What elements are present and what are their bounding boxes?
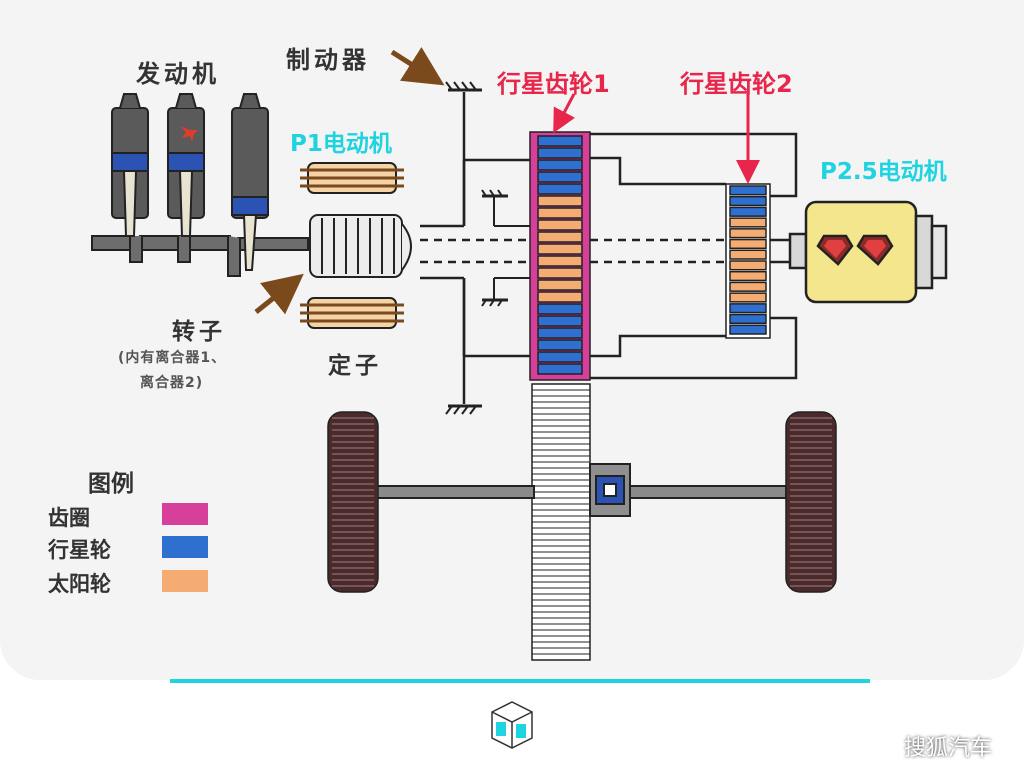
p1-stator-bottom <box>300 297 404 329</box>
pg1-sun-tooth <box>537 279 583 291</box>
pg1-sun-tooth <box>537 255 583 267</box>
engine-cylinder-3 <box>231 93 269 271</box>
legend-item-label: 太阳轮 <box>48 572 111 596</box>
pg1-planet-tooth <box>537 315 583 327</box>
p1-stator-top <box>300 162 404 194</box>
pg1-planet-tooth <box>537 327 583 339</box>
pg1-sun-tooth <box>537 243 583 255</box>
pg2-sun-tooth <box>729 281 767 292</box>
pg1-planet-tooth <box>537 351 583 363</box>
legend-item-label: 行星轮 <box>48 538 111 562</box>
pg1-planet-tooth <box>537 147 583 159</box>
brake-ground-top <box>445 81 482 92</box>
pg2-planet-tooth <box>729 313 767 325</box>
legend-swatch-planet-gear <box>162 536 208 558</box>
planetary-gear-2 <box>725 183 771 339</box>
pg1-sun-tooth <box>537 219 583 231</box>
pg2-sun-tooth <box>729 270 767 282</box>
pg2-planet-tooth <box>729 324 767 335</box>
label-brake: 制动器 <box>286 46 370 74</box>
carrier-ground-top <box>481 189 530 227</box>
p25-motor <box>788 200 948 304</box>
label-rotor-note-line2: 离合器2) <box>140 375 204 391</box>
pg1-sun-tooth <box>537 267 583 279</box>
watermark: 搜狐汽车 <box>904 736 993 761</box>
pg2-planet-tooth <box>729 185 767 196</box>
legend-item-label: 齿圈 <box>48 506 90 530</box>
brand-logo <box>491 701 533 749</box>
pg1-planet-tooth <box>537 363 583 375</box>
engine-crankshaft <box>91 235 309 277</box>
pg1-sun-tooth <box>537 195 583 207</box>
legend-swatch-sun-gear <box>162 570 208 592</box>
pg1-planet-tooth <box>537 339 583 351</box>
label-p1-motor: P1电动机 <box>290 131 392 157</box>
pg1-arrow <box>553 93 576 134</box>
rotor-arrow <box>254 273 304 315</box>
p1-rotor <box>309 214 412 278</box>
pg1-planet-tooth <box>537 159 583 171</box>
label-rotor: 转子 <box>172 319 226 345</box>
planetary-gear-1 <box>529 131 591 381</box>
shafts <box>420 92 728 404</box>
brake-arrow <box>390 47 445 86</box>
pg2-planet-tooth <box>729 303 767 314</box>
engine-cylinder-1 <box>111 93 149 237</box>
wheel-left <box>327 411 379 593</box>
carrier-ground-bottom <box>481 277 530 307</box>
pg2-sun-tooth <box>729 292 767 303</box>
pg2-planet-tooth <box>729 195 767 207</box>
wheel-right <box>785 411 837 593</box>
legend-title: 图例 <box>88 471 134 497</box>
label-planetary-gear-2: 行星齿轮2 <box>680 70 793 98</box>
engine-cylinder-2 <box>167 93 205 237</box>
output-gear <box>531 383 591 661</box>
pg1-planet-tooth <box>537 303 583 315</box>
pg2-sun-tooth <box>729 228 767 239</box>
label-engine: 发动机 <box>136 60 220 88</box>
legend-swatch-ring-gear <box>162 503 208 525</box>
pg2-sun-tooth <box>729 238 767 250</box>
pg2-sun-tooth <box>729 217 767 228</box>
pg2-sun-tooth <box>729 260 767 271</box>
paper-background <box>0 0 1024 680</box>
label-p25-motor: P2.5电动机 <box>820 159 947 185</box>
label-planetary-gear-1: 行星齿轮1 <box>497 70 610 98</box>
pg1-planet-tooth <box>537 135 583 147</box>
axle <box>375 463 787 517</box>
pg2-planet-tooth <box>729 206 767 217</box>
pg2-sun-tooth <box>729 249 767 260</box>
brake-ground-bottom <box>445 404 482 415</box>
label-stator: 定子 <box>328 353 382 379</box>
pg1-sun-tooth <box>537 207 583 219</box>
pg1-sun-tooth <box>537 231 583 243</box>
pg1-sun-tooth <box>537 291 583 303</box>
label-rotor-note-line1: (内有离合器1、 <box>118 350 227 366</box>
pg1-planet-tooth <box>537 171 583 183</box>
housing-lines <box>590 132 804 380</box>
pg1-planet-tooth <box>537 183 583 195</box>
